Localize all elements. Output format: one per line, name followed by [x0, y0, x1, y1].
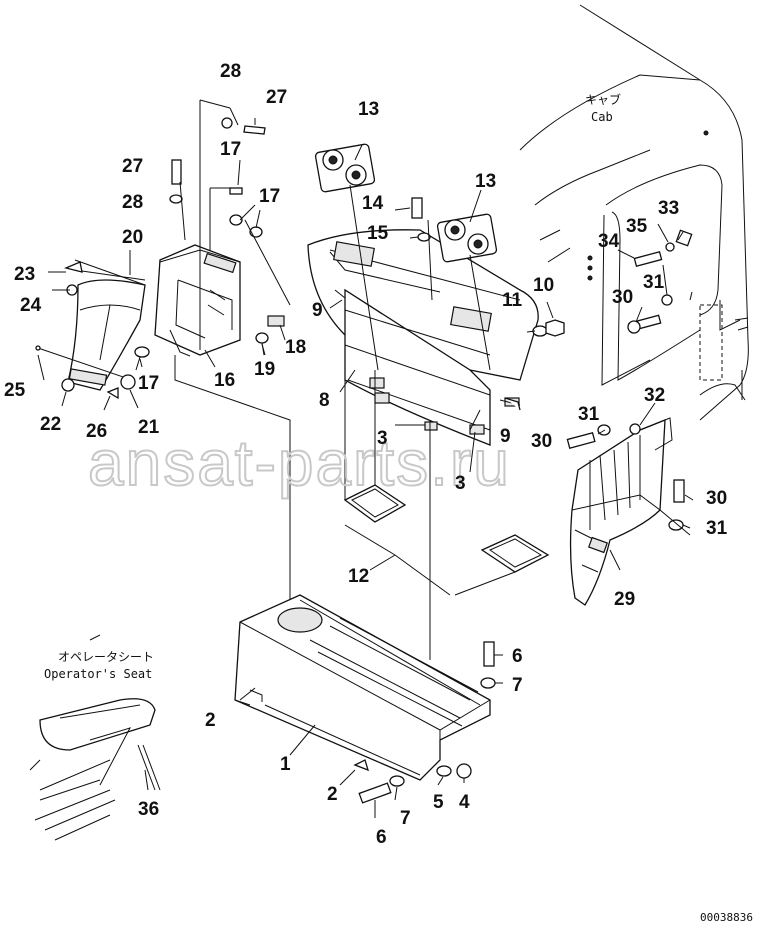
- callout-13: 13: [358, 99, 379, 120]
- callout-3: 3: [455, 473, 466, 494]
- seat-note: オペレータシート Operator's Seat: [44, 650, 154, 681]
- callout-27: 27: [266, 87, 287, 108]
- speaker-13-left: [314, 143, 376, 193]
- drawing-code: 00038836: [700, 911, 753, 924]
- rear-panel-8: [307, 229, 539, 446]
- callout-28: 28: [220, 61, 241, 82]
- callout-12: 12: [348, 566, 369, 587]
- callout-30: 30: [612, 287, 633, 308]
- window-fasteners: [627, 229, 693, 334]
- callout-35: 35: [626, 216, 648, 237]
- callout-6: 6: [376, 827, 387, 848]
- callout-36: 36: [138, 799, 159, 820]
- callout-4: 4: [459, 792, 470, 813]
- callout-18: 18: [285, 337, 306, 358]
- bracket-16: [154, 244, 241, 357]
- floor-cover-1: [234, 594, 491, 781]
- callout-30: 30: [706, 488, 727, 509]
- callout-26: 26: [86, 421, 107, 442]
- callout-9: 9: [500, 426, 511, 447]
- callout-22: 22: [40, 414, 61, 435]
- callout-23: 23: [14, 264, 35, 285]
- callout-1: 1: [280, 754, 291, 775]
- left-leader-lines: [74, 99, 291, 620]
- callout-2: 2: [205, 710, 216, 731]
- callout-33: 33: [658, 198, 679, 219]
- part-9-fastener: [504, 397, 521, 411]
- side-cover-29: [566, 417, 691, 606]
- cab-note-en: Cab: [591, 110, 613, 124]
- callout-13: 13: [475, 171, 496, 192]
- callouts: 28 27 27 28 17 17 20 23 24 25 22 26 21 1…: [4, 61, 728, 848]
- callout-7: 7: [400, 808, 411, 829]
- callout-20: 20: [122, 227, 143, 248]
- callout-34: 34: [598, 231, 620, 252]
- side-cover-20: [67, 269, 146, 391]
- speaker-13-right: [436, 213, 498, 263]
- callout-15: 15: [367, 223, 389, 244]
- callout-16: 16: [214, 370, 235, 391]
- seat-note-jp: オペレータシート: [58, 650, 154, 664]
- callout-7: 7: [512, 675, 523, 696]
- left-small-parts: [35, 117, 285, 400]
- callout-17: 17: [138, 373, 159, 394]
- callout-9: 9: [312, 300, 323, 321]
- callout-11: 11: [502, 290, 523, 311]
- cab-outline: [519, 4, 749, 421]
- callout-24: 24: [20, 295, 42, 316]
- callout-30: 30: [531, 431, 552, 452]
- callout-28: 28: [122, 192, 143, 213]
- callout-2: 2: [327, 784, 338, 805]
- cab-note-jp: キャブ: [585, 92, 621, 107]
- callout-10: 10: [533, 275, 554, 296]
- callout-31: 31: [578, 404, 600, 425]
- callout-6: 6: [512, 646, 523, 667]
- floor-fasteners: [353, 641, 496, 804]
- callout-32: 32: [644, 385, 665, 406]
- callout-3: 3: [377, 428, 388, 449]
- callout-19: 19: [254, 359, 275, 380]
- watermark: ansat-parts.ru: [88, 427, 511, 499]
- callout-31: 31: [643, 272, 665, 293]
- callout-5: 5: [433, 792, 444, 813]
- callout-31: 31: [706, 518, 728, 539]
- cab-note: キャブ Cab: [585, 92, 621, 124]
- callout-14: 14: [362, 193, 384, 214]
- callout-25: 25: [4, 380, 26, 401]
- callout-17: 17: [259, 186, 280, 207]
- callout-27: 27: [122, 156, 143, 177]
- callout-29: 29: [614, 589, 635, 610]
- center-small-parts: [334, 184, 565, 406]
- gaskets-12: [343, 350, 550, 660]
- callout-17: 17: [220, 139, 241, 160]
- callout-21: 21: [138, 417, 160, 438]
- seat-note-en: Operator's Seat: [44, 667, 152, 681]
- operator-seat: [29, 634, 161, 841]
- leader-lines: [37, 144, 694, 818]
- callout-8: 8: [319, 390, 330, 411]
